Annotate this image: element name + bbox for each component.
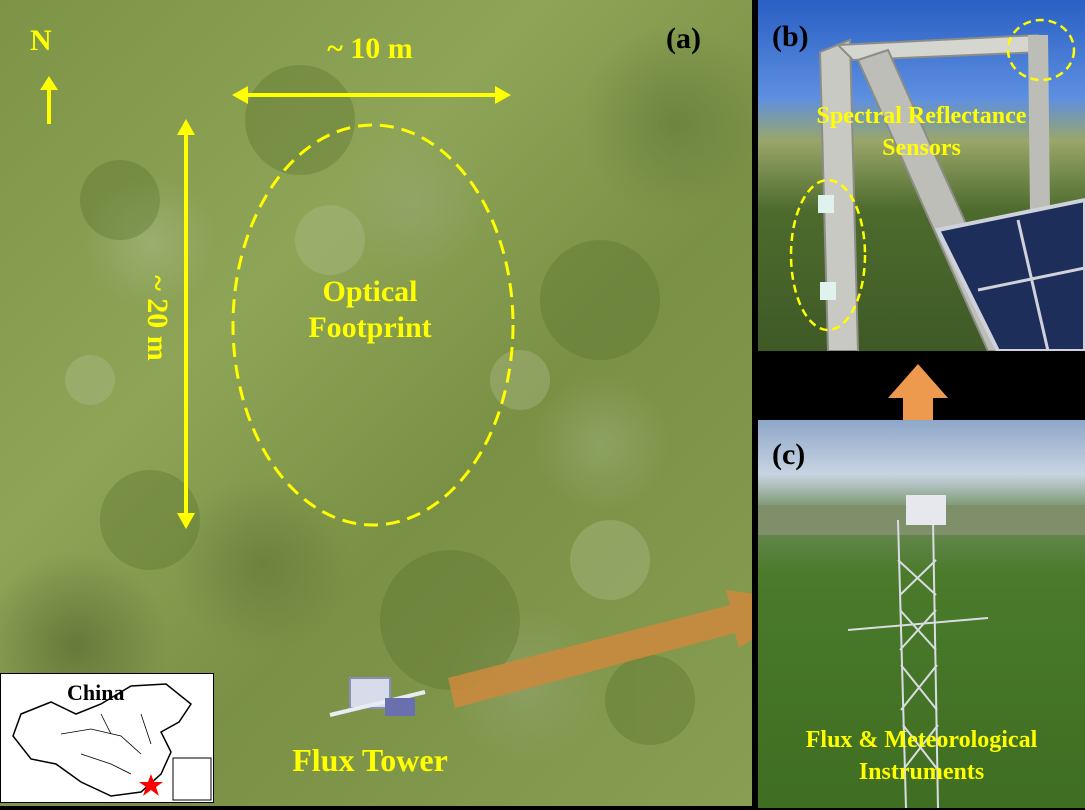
flux-tower-aerial-icon (329, 677, 426, 717)
instrument-label: Flux & Meteorological Instruments (758, 724, 1085, 788)
height-scale-label: ~ 20 m (141, 275, 174, 361)
height-arrow-top-head (177, 119, 195, 135)
panel-b-tag: (b) (772, 20, 809, 53)
sensor-label: Spectral Reflectance Sensors (758, 100, 1085, 164)
panel-a-tag: (a) (666, 22, 701, 55)
width-scale-label: ~ 10 m (327, 32, 413, 65)
instrument-label-line1: Flux & Meteorological (805, 727, 1038, 753)
china-outline (12, 683, 212, 801)
north-label: N (30, 24, 52, 57)
tower-photo-panel: Flux & Meteorological Instruments (c) (758, 420, 1085, 808)
aerial-overlay (40, 65, 752, 745)
aerial-photo-panel: N ~ 10 m ~ 20 m Optical Footprint Flux T… (0, 0, 752, 806)
footprint-label: Optical Footprint (270, 274, 470, 346)
footprint-label-line2: Footprint (308, 311, 432, 344)
china-inset-map: China (0, 673, 214, 803)
top-sensor-highlight (1006, 18, 1076, 82)
sensor-label-line1: Spectral Reflectance (816, 103, 1027, 129)
link-arrow-to-panel-c (448, 590, 752, 708)
tower-photo-illustration (758, 495, 1085, 808)
footprint-label-line1: Optical (322, 275, 418, 308)
sensor-label-line2: Sensors (882, 135, 961, 161)
width-arrow-left-head (232, 86, 248, 104)
side-sensor-highlight (789, 178, 867, 332)
flux-tower-label: Flux Tower (292, 742, 448, 778)
height-arrow-bottom-head (177, 513, 195, 529)
study-site-star-icon (139, 774, 163, 796)
instrument-label-line2: Instruments (858, 759, 985, 785)
sensor-photo-illustration (789, 18, 1085, 351)
sensor-photo-panel: Spectral Reflectance Sensors (b) (758, 0, 1085, 351)
optical-footprint-ellipse (231, 123, 515, 527)
width-arrow-right-head (495, 86, 511, 104)
north-arrow-head (40, 76, 58, 90)
panel-c-tag: (c) (772, 438, 806, 471)
china-label: China (67, 680, 125, 705)
